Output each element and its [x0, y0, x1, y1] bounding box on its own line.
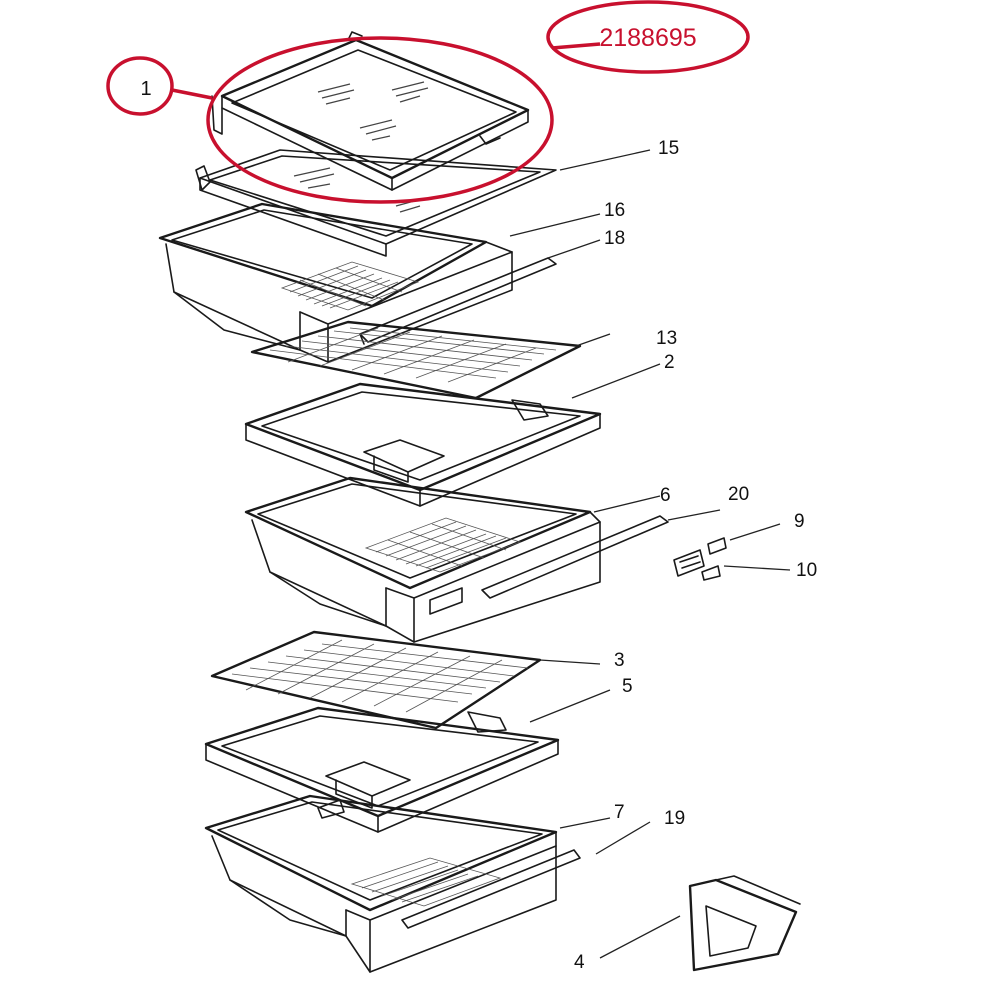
wire-shelf-part-3 — [210, 630, 542, 730]
part-label-18: 18 — [604, 228, 625, 249]
wire-shelf-part-13 — [250, 320, 582, 400]
part-label-13: 13 — [656, 328, 677, 349]
part-label-6: 6 — [660, 485, 671, 506]
highlight-ring — [206, 36, 554, 204]
part-label-3: 3 — [614, 650, 625, 671]
part-number-callout: 2188695 — [599, 24, 696, 52]
part-label-10: 10 — [796, 560, 817, 581]
part-label-9: 9 — [794, 511, 805, 532]
highlight-callouts — [106, 0, 750, 204]
part-label-5: 5 — [622, 676, 633, 697]
part-label-16: 16 — [604, 200, 625, 221]
part-label-7: 7 — [614, 802, 625, 823]
part-label-15: 15 — [658, 138, 679, 159]
lower-crisper-drawer — [204, 794, 581, 973]
leader-lines — [509, 149, 791, 959]
item-marker-ring — [106, 56, 174, 116]
crisper-cover-part-2 — [244, 382, 602, 507]
part-label-19: 19 — [664, 808, 685, 829]
part-label-20: 20 — [728, 484, 749, 505]
clip-parts-9-10 — [673, 537, 727, 581]
part-number-ring — [546, 0, 750, 74]
part-label-4: 4 — [574, 952, 585, 973]
item-marker-label: 1 — [140, 78, 151, 100]
shelf-frame-part-15 — [195, 149, 557, 257]
part-label-2: 2 — [664, 352, 675, 373]
bracket-part-4 — [688, 875, 801, 972]
crisper-cover-part-5 — [204, 706, 560, 833]
middle-crisper-drawer — [244, 476, 669, 643]
upper-crisper-drawer — [158, 202, 557, 363]
glass-shelf-part-1 — [211, 31, 530, 213]
